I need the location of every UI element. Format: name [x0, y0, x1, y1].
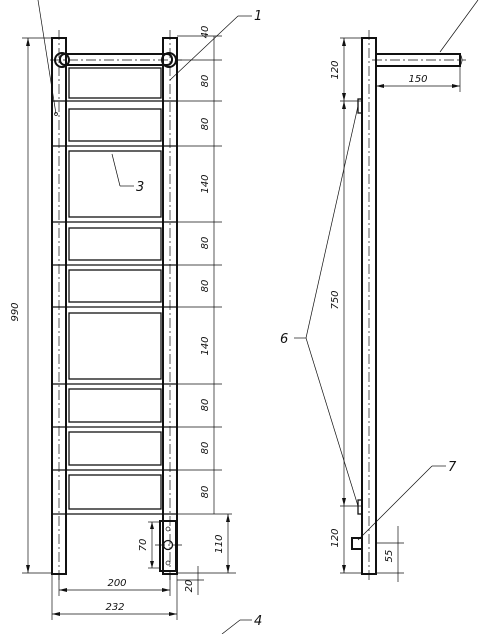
spacing-label: 80: [200, 118, 211, 131]
side-bottom-offset-label: 120: [330, 528, 341, 547]
dimension-bracket-height: 70: [138, 521, 160, 569]
spacing-label: 80: [200, 280, 211, 293]
bottom-offset-label: 20: [184, 580, 195, 593]
dimension-bracket-span: 750: [330, 101, 362, 507]
dimension-side-bottom-offset: 120: [330, 506, 362, 574]
side-lower-bracket: [357, 499, 363, 515]
panel: [68, 474, 162, 510]
callout-7-label: 7: [448, 460, 457, 475]
dimension-bottom-offset: 20: [177, 566, 204, 595]
dimension-side-top-offset: 120: [330, 37, 362, 102]
bracket-offset-label: 110: [214, 534, 225, 553]
callout-2-leader: [37, 0, 57, 115]
dimension-inner-width: 200: [58, 574, 171, 596]
panel: [68, 388, 162, 423]
side-top-arm: [372, 0, 479, 67]
side-bottom-height-label: 55: [384, 550, 395, 563]
outer-width-label: 232: [105, 602, 124, 613]
spacing-label: 40: [200, 26, 211, 39]
side-view: 120 150 750 120: [280, 0, 479, 582]
spacing-label: 80: [200, 75, 211, 88]
callout-4: 4: [221, 614, 262, 634]
arm-length-label: 150: [408, 74, 427, 85]
spacing-label: 140: [200, 174, 211, 193]
side-bottom-fixture: [351, 537, 363, 550]
spacing-label: 80: [200, 399, 211, 412]
spacing-label: 80: [200, 486, 211, 499]
panel: [68, 67, 162, 99]
bottom-bracket: [155, 520, 182, 572]
dimension-outer-width: 232: [51, 574, 178, 620]
panel: [68, 431, 162, 466]
dimension-side-bottom-height: 55: [376, 526, 404, 582]
panel: [68, 108, 162, 142]
overall-height-label: 990: [10, 302, 21, 321]
top-rail: [50, 52, 182, 68]
spacing-label: 140: [200, 336, 211, 355]
callout-6-label: 6: [280, 332, 288, 347]
dimension-bracket-offset: 110: [177, 514, 236, 574]
front-view: 990 40 80 80 140 80 80 140 80 80 80: [10, 0, 262, 634]
panel: [68, 269, 162, 303]
panel: [68, 150, 162, 218]
crossbars: [52, 100, 177, 515]
inner-width-label: 200: [107, 578, 126, 589]
panels: [68, 67, 162, 510]
side-top-offset-label: 120: [330, 60, 341, 79]
callout-6: 6: [280, 105, 359, 507]
callout-4-label: 4: [254, 614, 262, 629]
spacing-label: 80: [200, 237, 211, 250]
bracket-span-label: 750: [330, 290, 341, 309]
dimension-overall-height: 990: [10, 37, 52, 574]
panel: [68, 312, 162, 380]
callout-7: 7: [357, 460, 457, 541]
panel: [68, 227, 162, 261]
callout-1-label: 1: [254, 9, 262, 24]
bracket-height-label: 70: [138, 539, 149, 552]
dimension-chain-crossbars: 40 80 80 140 80 80 140 80 80 80: [177, 26, 232, 515]
spacing-label: 80: [200, 442, 211, 455]
dimension-arm-length: 150: [376, 66, 461, 92]
callout-1: 1: [169, 9, 262, 81]
callout-3-label: 3: [136, 180, 144, 195]
callout-3: 3: [111, 153, 144, 195]
